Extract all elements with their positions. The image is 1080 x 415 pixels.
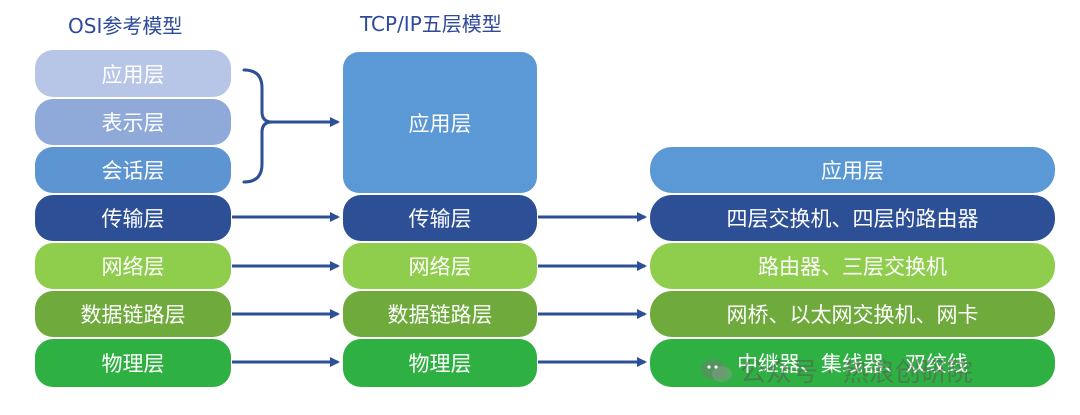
osi-session-layer: 会话层	[35, 147, 231, 193]
tcpip-network-layer: 网络层	[343, 243, 537, 289]
osi-physical-layer: 物理层	[35, 339, 231, 387]
device-application-layer: 应用层	[650, 147, 1055, 193]
tcpip-model-title: TCP/IP五层模型	[360, 12, 502, 36]
tcpip-datalink-layer: 数据链路层	[343, 291, 537, 337]
watermark: 公众号 · 热浪创研院	[700, 352, 973, 389]
tcpip-application-layer: 应用层	[343, 52, 537, 193]
osi-transport-layer: 传输层	[35, 195, 231, 241]
device-network-layer: 路由器、三层交换机	[650, 243, 1055, 289]
osi-model-title: OSI参考模型	[68, 14, 183, 38]
tcpip-transport-layer: 传输层	[343, 195, 537, 241]
osi-application-layer: 应用层	[35, 50, 231, 97]
osi-datalink-layer: 数据链路层	[35, 291, 231, 337]
osi-presentation-layer: 表示层	[35, 99, 231, 145]
device-datalink-layer: 网桥、以太网交换机、网卡	[650, 291, 1055, 337]
device-physical-layer: 中继器、集线器、双绞线	[650, 339, 1055, 387]
tcpip-physical-layer: 物理层	[343, 339, 537, 387]
osi-network-layer: 网络层	[35, 243, 231, 289]
grouping-brace	[242, 68, 273, 184]
watermark-text: 公众号 · 热浪创研院	[740, 358, 973, 388]
device-transport-layer: 四层交换机、四层的路由器	[650, 195, 1055, 241]
wechat-icon	[701, 358, 732, 382]
